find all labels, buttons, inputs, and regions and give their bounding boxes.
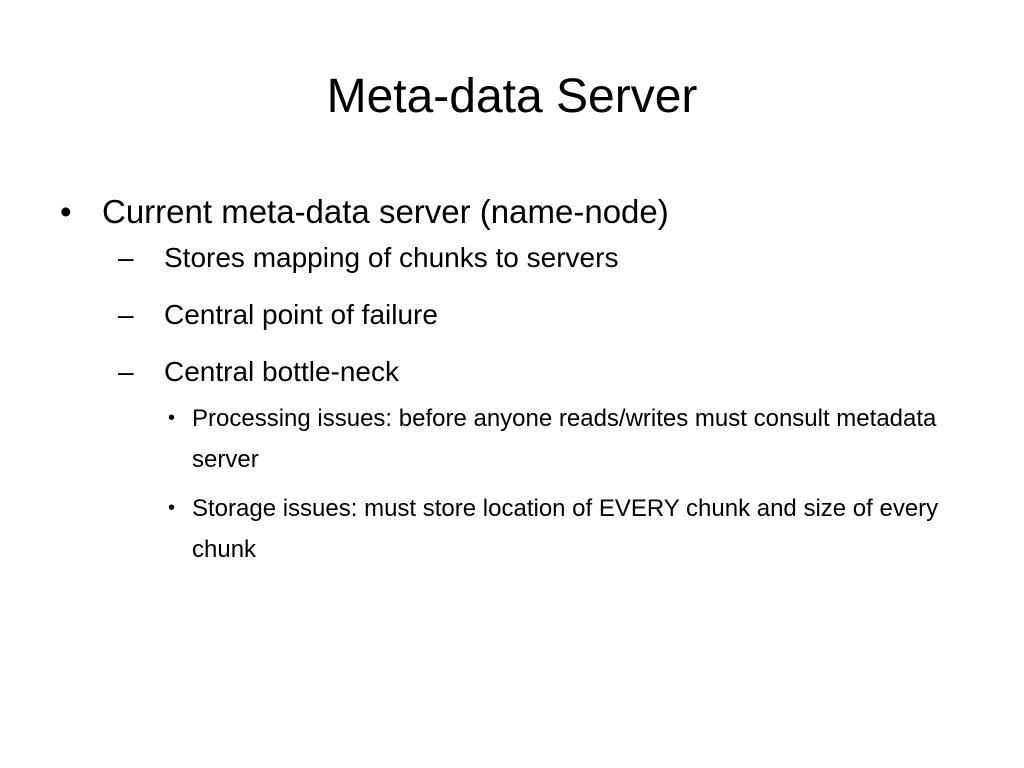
sub-bullet-text: Central point of failure bbox=[164, 299, 438, 330]
bullet-text: Current meta-data server (name-node) bbox=[102, 193, 669, 230]
sub-sub-bullet-list: • Processing issues: before anyone reads… bbox=[164, 398, 960, 570]
sub-sub-bullet-point: • Storage issues: must store location of… bbox=[164, 488, 960, 570]
sub-bullet-point: – Central point of failure bbox=[118, 295, 960, 335]
slide-body: • Current meta-data server (name-node) –… bbox=[60, 186, 960, 587]
dash-icon: – bbox=[118, 299, 134, 330]
bullet-icon: • bbox=[168, 497, 176, 519]
sub-bullet-list: – Stores mapping of chunks to servers – … bbox=[102, 238, 960, 570]
sub-bullet-point: – Stores mapping of chunks to servers bbox=[118, 238, 960, 278]
bullet-point: • Current meta-data server (name-node) –… bbox=[60, 186, 960, 570]
bullet-icon: • bbox=[60, 193, 72, 230]
sub-sub-bullet-text: Processing issues: before anyone reads/w… bbox=[192, 405, 937, 473]
sub-bullet-text: Stores mapping of chunks to servers bbox=[164, 242, 619, 273]
dash-icon: – bbox=[118, 242, 134, 273]
slide-title: Meta-data Server bbox=[326, 70, 698, 123]
bullet-icon: • bbox=[168, 407, 176, 429]
sub-bullet-text: Central bottle-neck bbox=[164, 356, 400, 387]
sub-sub-bullet-text: Storage issues: must store location of E… bbox=[192, 495, 939, 563]
sub-sub-bullet-point: • Processing issues: before anyone reads… bbox=[164, 398, 960, 480]
dash-icon: – bbox=[118, 356, 134, 387]
sub-bullet-point: – Central bottle-neck • Processing issue… bbox=[118, 352, 960, 570]
